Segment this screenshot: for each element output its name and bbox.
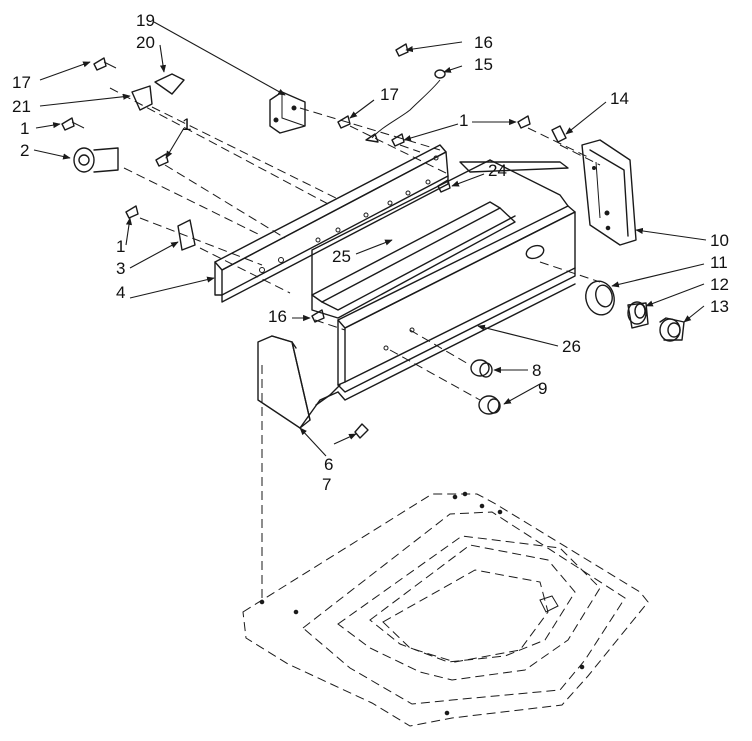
callout-10: 10: [710, 231, 729, 250]
callout-16-mid: 16: [268, 307, 287, 326]
side-panel-part-10: [581, 139, 637, 246]
callout-2: 2: [20, 141, 29, 160]
callout-4: 4: [116, 283, 125, 302]
leader-lines: [33, 21, 707, 457]
callout-16-top: 16: [474, 33, 493, 52]
callout-15: 15: [474, 55, 493, 74]
callout-13: 13: [710, 297, 729, 316]
small-hardware: [61, 43, 567, 439]
cabinet-top: [242, 491, 649, 727]
callout-20: 20: [136, 33, 155, 52]
callout-7: 7: [322, 475, 331, 494]
callout-11: 11: [710, 253, 728, 272]
callout-6: 6: [324, 455, 333, 474]
callout-9: 9: [538, 379, 547, 398]
callout-1-lower-left: 1: [116, 237, 125, 256]
callout-12: 12: [710, 275, 729, 294]
callout-1-right: 1: [459, 111, 468, 130]
callout-19: 19: [136, 11, 155, 30]
knob-assemblies: [470, 280, 685, 415]
rear-bracket-part-4: [214, 144, 449, 303]
callout-1-mid: 1: [182, 115, 191, 134]
callout-17-mid: 17: [380, 85, 399, 104]
callout-1-upper-left: 1: [20, 119, 29, 138]
callout-24: 24: [488, 161, 507, 180]
callout-8: 8: [532, 361, 541, 380]
callout-21: 21: [12, 97, 31, 116]
callout-14: 14: [610, 89, 629, 108]
alignment-lines: [109, 87, 601, 600]
callout-3: 3: [116, 259, 125, 278]
callout-26: 26: [562, 337, 581, 356]
callout-labels: 19 20 17 21 1 2 1 1 3 4 16 15 17 1 14 24…: [12, 11, 729, 494]
console-panel-part-26: [311, 159, 576, 406]
channel-part-25: [311, 161, 569, 319]
callout-17-left: 17: [12, 73, 31, 92]
end-cap-part-7: [257, 335, 339, 429]
callout-25: 25: [332, 247, 351, 266]
